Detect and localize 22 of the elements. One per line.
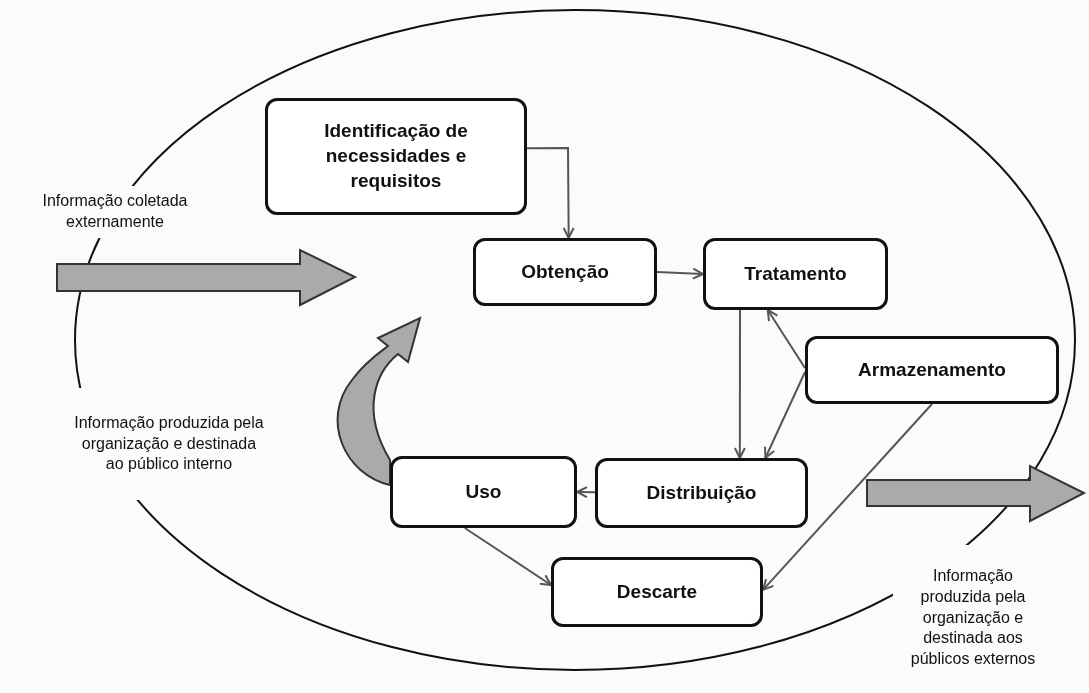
process-box [703, 238, 888, 310]
arrow [762, 403, 933, 591]
process-box [473, 238, 657, 306]
box-label: Distribuição [646, 480, 757, 505]
arrow [733, 309, 746, 459]
process-box [595, 458, 808, 528]
box-label: Descarte [616, 579, 698, 604]
box-label: Armazenamento [858, 357, 1006, 382]
arrow [656, 267, 704, 280]
process-box [551, 557, 763, 627]
box-label: Tratamento [744, 261, 847, 286]
arrow [526, 147, 575, 239]
process-box [390, 456, 577, 528]
arrow [463, 527, 552, 586]
arrow [764, 371, 806, 459]
arrow [766, 309, 806, 369]
arrow [576, 486, 596, 499]
process-box [805, 336, 1059, 404]
box-label: Obtenção [521, 259, 609, 284]
process-box [265, 98, 527, 215]
box-label: Uso [465, 479, 502, 504]
box-label: Identificação de necessidades e requisitos [323, 119, 469, 193]
